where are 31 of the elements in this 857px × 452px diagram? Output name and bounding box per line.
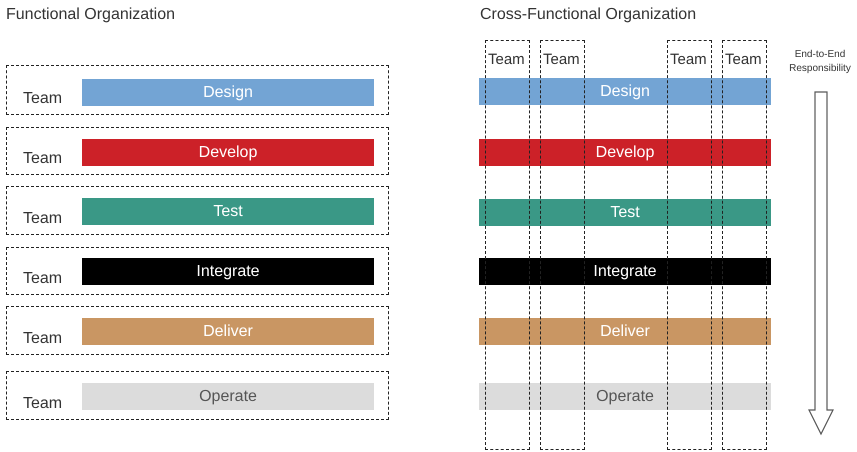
team-label: Team: [543, 51, 580, 68]
stage-bar: Design: [479, 78, 771, 105]
stage-bar: Deliver: [479, 318, 771, 345]
team-label: Team: [488, 51, 525, 68]
stage-bar: Deliver: [82, 318, 374, 345]
team-label: Team: [670, 51, 707, 68]
team-label: Team: [23, 330, 62, 348]
stage-bar: Test: [479, 199, 771, 226]
team-frame: [6, 371, 389, 420]
team-frame: [6, 247, 389, 295]
stage-bar: Develop: [82, 139, 374, 166]
stage-bar: Develop: [479, 139, 771, 166]
arrow-caption: End-to-End Responsibility: [788, 48, 852, 76]
team-label: Team: [23, 150, 62, 168]
section-heading: Cross-Functional Organization: [480, 6, 696, 24]
team-frame: [6, 306, 389, 355]
team-label: Team: [725, 51, 762, 68]
team-label: Team: [23, 270, 62, 288]
team-frame: [6, 65, 389, 115]
stage-bar: Integrate: [82, 258, 374, 285]
section-heading: Functional Organization: [6, 6, 175, 24]
team-frame: [6, 186, 389, 235]
stage-bar: Design: [82, 79, 374, 106]
stage-bar: Operate: [479, 383, 771, 410]
team-label: Team: [23, 395, 62, 413]
team-label: Team: [23, 210, 62, 228]
team-frame: [6, 127, 389, 175]
stage-bar: Test: [82, 198, 374, 225]
team-label: Team: [23, 90, 62, 108]
stage-bar: Operate: [82, 383, 374, 410]
stage-bar: Integrate: [479, 258, 771, 285]
